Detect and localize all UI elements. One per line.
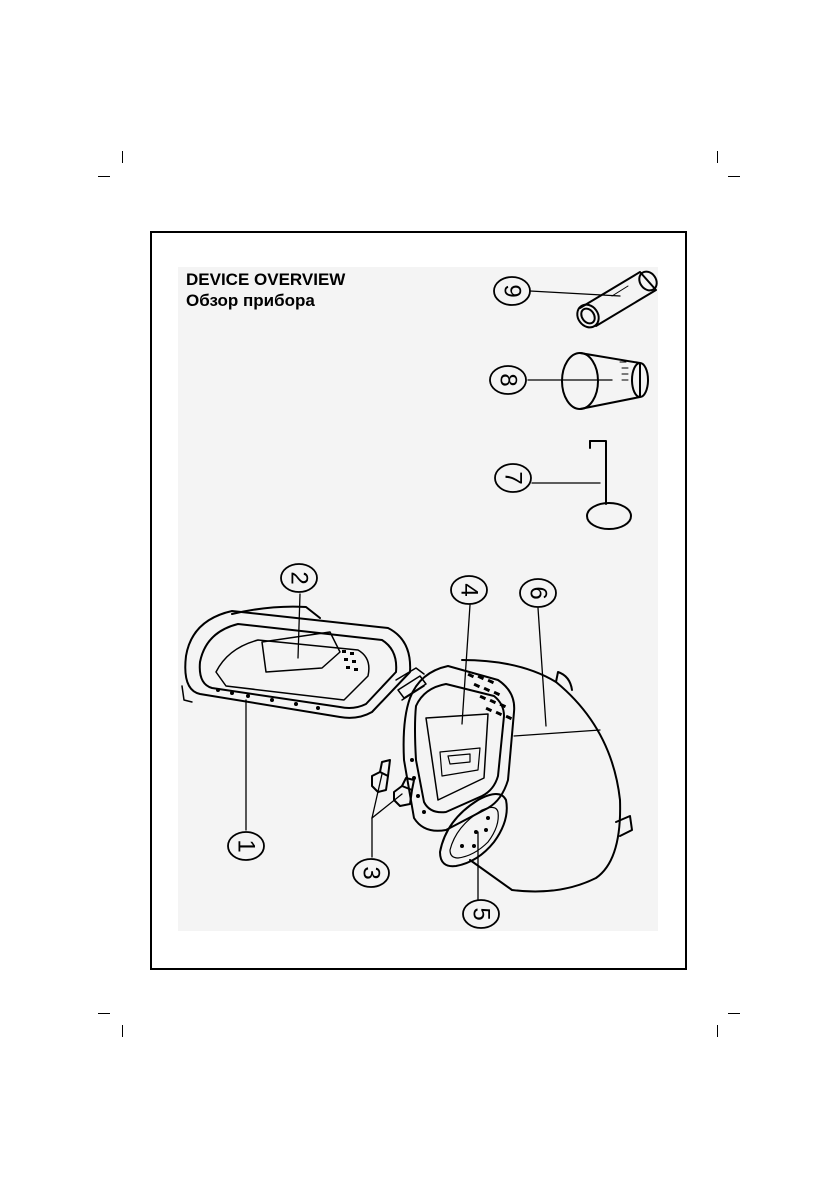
callout-number-3: 3 <box>358 866 385 879</box>
hook-drawing <box>587 441 631 529</box>
callout-number-7: 7 <box>500 471 527 484</box>
lid-drawing <box>182 607 410 718</box>
leader-line-2 <box>298 594 300 658</box>
measuring-cup-drawing <box>562 353 648 409</box>
leader-line-6 <box>538 608 546 726</box>
leader-lines <box>246 291 620 900</box>
callout-number-5: 5 <box>468 907 495 920</box>
callout-number-6: 6 <box>525 586 552 599</box>
main-body-drawing <box>404 660 632 892</box>
callout-number-2: 2 <box>286 571 313 584</box>
callout-number-8: 8 <box>495 373 522 386</box>
measuring-spoon-drawing <box>573 268 660 331</box>
callout-number-4: 4 <box>456 583 483 596</box>
leader-line-4 <box>462 605 470 724</box>
callout-number-9: 9 <box>499 284 526 297</box>
callout-number-1: 1 <box>233 839 260 852</box>
